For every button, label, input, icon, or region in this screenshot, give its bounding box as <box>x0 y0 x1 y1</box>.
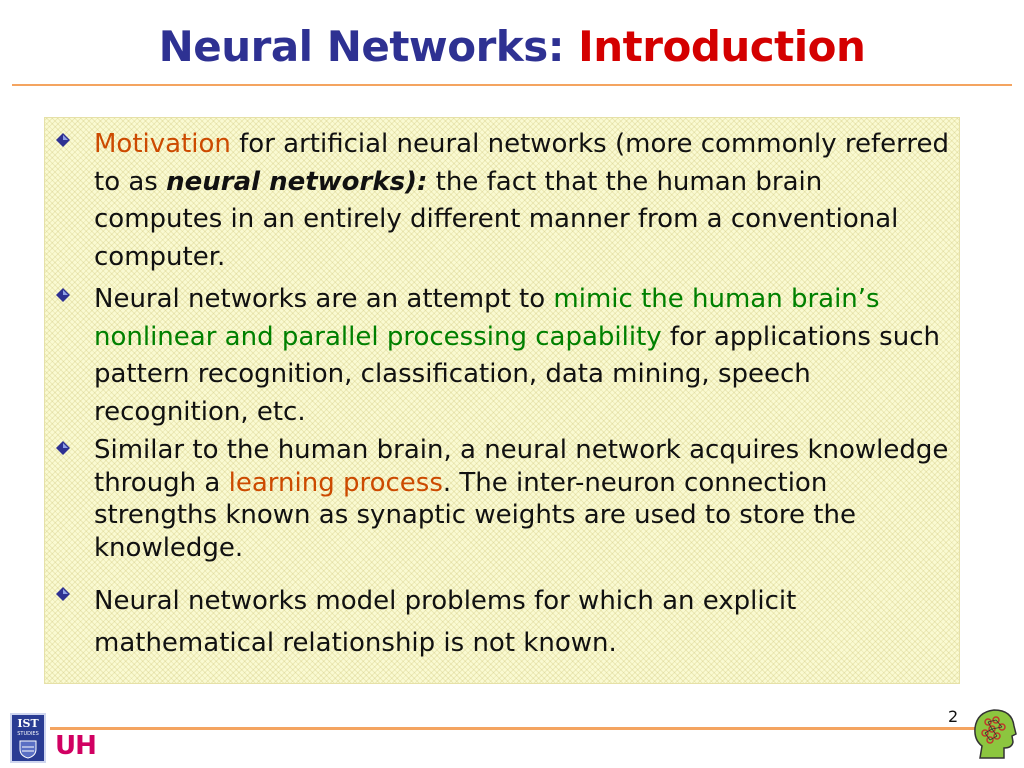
ist-logo-subtext: STUDIES <box>17 731 39 737</box>
slide-title: Neural Networks: Introduction <box>0 22 1024 71</box>
top-divider <box>12 84 1012 86</box>
bullet-text: Motivation for artificial neural network… <box>94 129 949 272</box>
diamond-bullet-icon <box>56 288 70 302</box>
bullet-text: Similar to the human brain, a neural net… <box>94 435 949 563</box>
bullet-text: Neural networks are an attempt to mimic … <box>94 284 940 427</box>
slide-title-main: Neural Networks: <box>158 22 579 71</box>
bullet-item: Similar to the human brain, a neural net… <box>56 434 950 564</box>
brain-head-icon <box>974 709 1017 759</box>
bullet-item: Neural networks are an attempt to mimic … <box>56 281 950 431</box>
bullet-text: Neural networks model problems for which… <box>94 586 797 658</box>
page-number: 2 <box>948 707 959 726</box>
bullet-item: Neural networks model problems for which… <box>56 580 950 664</box>
crest-icon <box>19 740 37 759</box>
diamond-bullet-icon <box>56 587 70 601</box>
uh-logo: UH <box>55 731 97 761</box>
ist-logo-text: IST <box>17 717 39 730</box>
bottom-divider <box>50 727 975 730</box>
diamond-bullet-icon <box>56 441 70 455</box>
bullet-item: Motivation for artificial neural network… <box>56 126 950 276</box>
slide-title-highlight: Introduction <box>578 22 866 71</box>
diamond-bullet-icon <box>56 133 70 147</box>
ist-logo: IST STUDIES <box>10 713 46 763</box>
content-panel <box>44 117 960 684</box>
